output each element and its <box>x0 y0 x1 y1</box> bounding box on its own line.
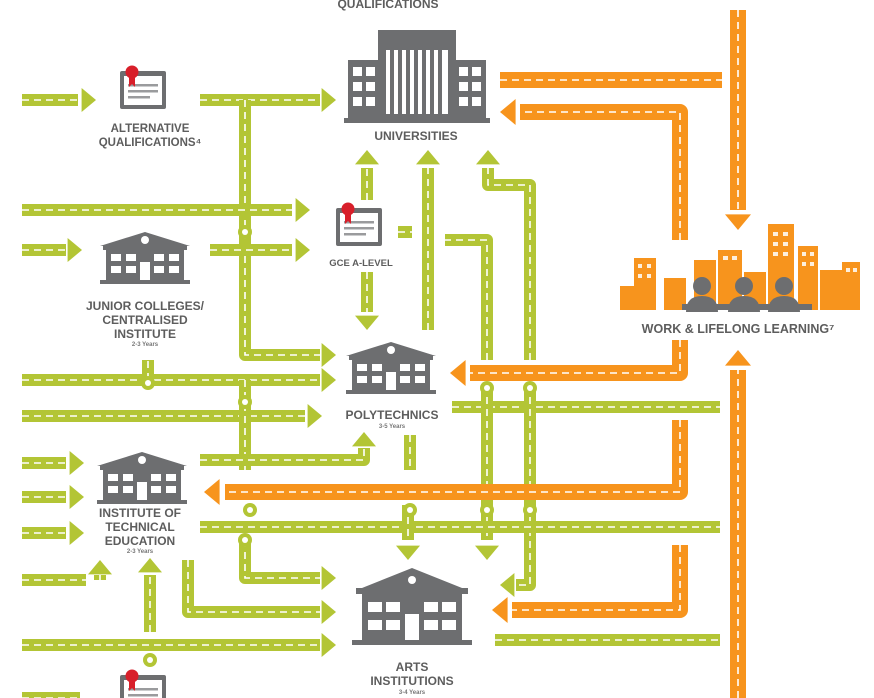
arrow-head <box>450 360 466 386</box>
arrow-head <box>355 315 379 330</box>
arrow-head <box>321 88 336 112</box>
arrow-head <box>307 404 322 428</box>
junction-dot-center <box>407 507 413 513</box>
arts-label-1: ARTS <box>396 660 429 674</box>
junction-dot-center <box>145 380 151 386</box>
work-label: WORK & LIFELONG LEARNING⁷ <box>642 322 835 336</box>
route-green <box>482 168 536 360</box>
route-green-dash <box>445 239 488 360</box>
arrow-head <box>355 150 379 165</box>
arrow-head <box>475 545 499 560</box>
arrow-head <box>321 633 336 657</box>
route-orange-dash <box>470 340 681 374</box>
top-cut-label: QUALIFICATIONS <box>337 0 438 11</box>
route-orange-dash <box>520 111 681 240</box>
junction-dot-center <box>247 507 253 513</box>
arrow-head <box>69 521 84 545</box>
arrow-head <box>204 479 220 505</box>
route-orange-dash <box>512 545 681 611</box>
junction-dot-center <box>242 399 248 405</box>
route-green-dash <box>200 448 365 461</box>
arrow-head <box>500 99 516 125</box>
junction-dot-center <box>527 507 533 513</box>
arrow-head <box>295 198 310 222</box>
route-green-dash <box>187 560 320 613</box>
arrow-head <box>416 150 440 165</box>
arrow-head <box>295 238 310 262</box>
certificate-icon <box>336 202 382 246</box>
arrow-head <box>321 368 336 392</box>
ite-label-3: EDUCATION <box>105 534 175 548</box>
arrow-head <box>67 238 82 262</box>
poly-label: POLYTECHNICS <box>346 408 439 422</box>
arrow-head <box>476 150 500 165</box>
route-green <box>239 100 320 361</box>
arrow-head <box>69 485 84 509</box>
school-building-icon <box>100 232 190 284</box>
junction-dot-center <box>484 385 490 391</box>
route-green-dash <box>244 540 320 579</box>
route-green <box>200 448 370 466</box>
arrow-head <box>321 343 336 367</box>
arrow-head <box>69 451 84 475</box>
jc-years: 2-3 Years <box>132 342 159 348</box>
junction-dot-center <box>484 507 490 513</box>
certificate-icon <box>120 669 166 698</box>
ite-label-2: TECHNICAL <box>105 520 174 534</box>
jc-label-2: CENTRALISED <box>102 313 188 327</box>
route-green <box>239 540 320 584</box>
labels: QUALIFICATIONS ALTERNATIVE QUALIFICATION… <box>86 0 834 696</box>
route-paths <box>22 10 751 698</box>
ite-years: 2-3 Years <box>127 549 154 555</box>
gce-label: GCE A-LEVEL <box>329 258 393 269</box>
route-green-dash <box>516 385 531 586</box>
junction-dot-center <box>527 385 533 391</box>
arrow-head <box>321 600 336 624</box>
classical-building-icon <box>352 568 472 645</box>
junction-dot-center <box>242 229 248 235</box>
city-workers-icon <box>620 224 860 312</box>
route-orange <box>470 340 688 381</box>
arrow-head <box>500 573 515 597</box>
school-building-icon <box>346 342 436 394</box>
junction-dot-center <box>242 537 248 543</box>
arrow-head <box>352 432 376 447</box>
route-orange <box>512 545 688 618</box>
route-orange-dash <box>225 420 681 493</box>
arts-label-2: INSTITUTIONS <box>370 674 453 688</box>
ite-label-1: INSTITUTE OF <box>99 506 181 520</box>
arrow-head <box>492 597 508 623</box>
route-orange <box>520 104 688 240</box>
arrow-head <box>725 214 751 230</box>
junction-dot-center <box>147 657 153 663</box>
arrow-head <box>321 566 336 590</box>
certificate-icon <box>120 65 166 109</box>
arrow-head <box>81 88 96 112</box>
arrow-head <box>88 560 112 575</box>
arts-years: 3-4 Years <box>399 690 426 696</box>
alt-qual-label-1: ALTERNATIVE <box>111 123 190 135</box>
school-building-icon <box>97 452 187 504</box>
arrow-head <box>138 558 162 573</box>
jc-label-1: JUNIOR COLLEGES/ <box>86 299 205 313</box>
jc-label-3: INSTITUTE <box>114 327 176 341</box>
university-building-icon <box>344 30 490 123</box>
poly-years: 3-5 Years <box>379 424 406 430</box>
route-green <box>445 234 493 360</box>
route-green <box>182 560 320 618</box>
alt-qual-label-2: QUALIFICATIONS⁴ <box>99 137 202 149</box>
route-green-dash <box>487 168 531 360</box>
arrow-head <box>725 350 751 366</box>
universities-label: UNIVERSITIES <box>374 129 457 143</box>
route-green-dash <box>244 100 320 356</box>
arrow-head <box>396 545 420 560</box>
